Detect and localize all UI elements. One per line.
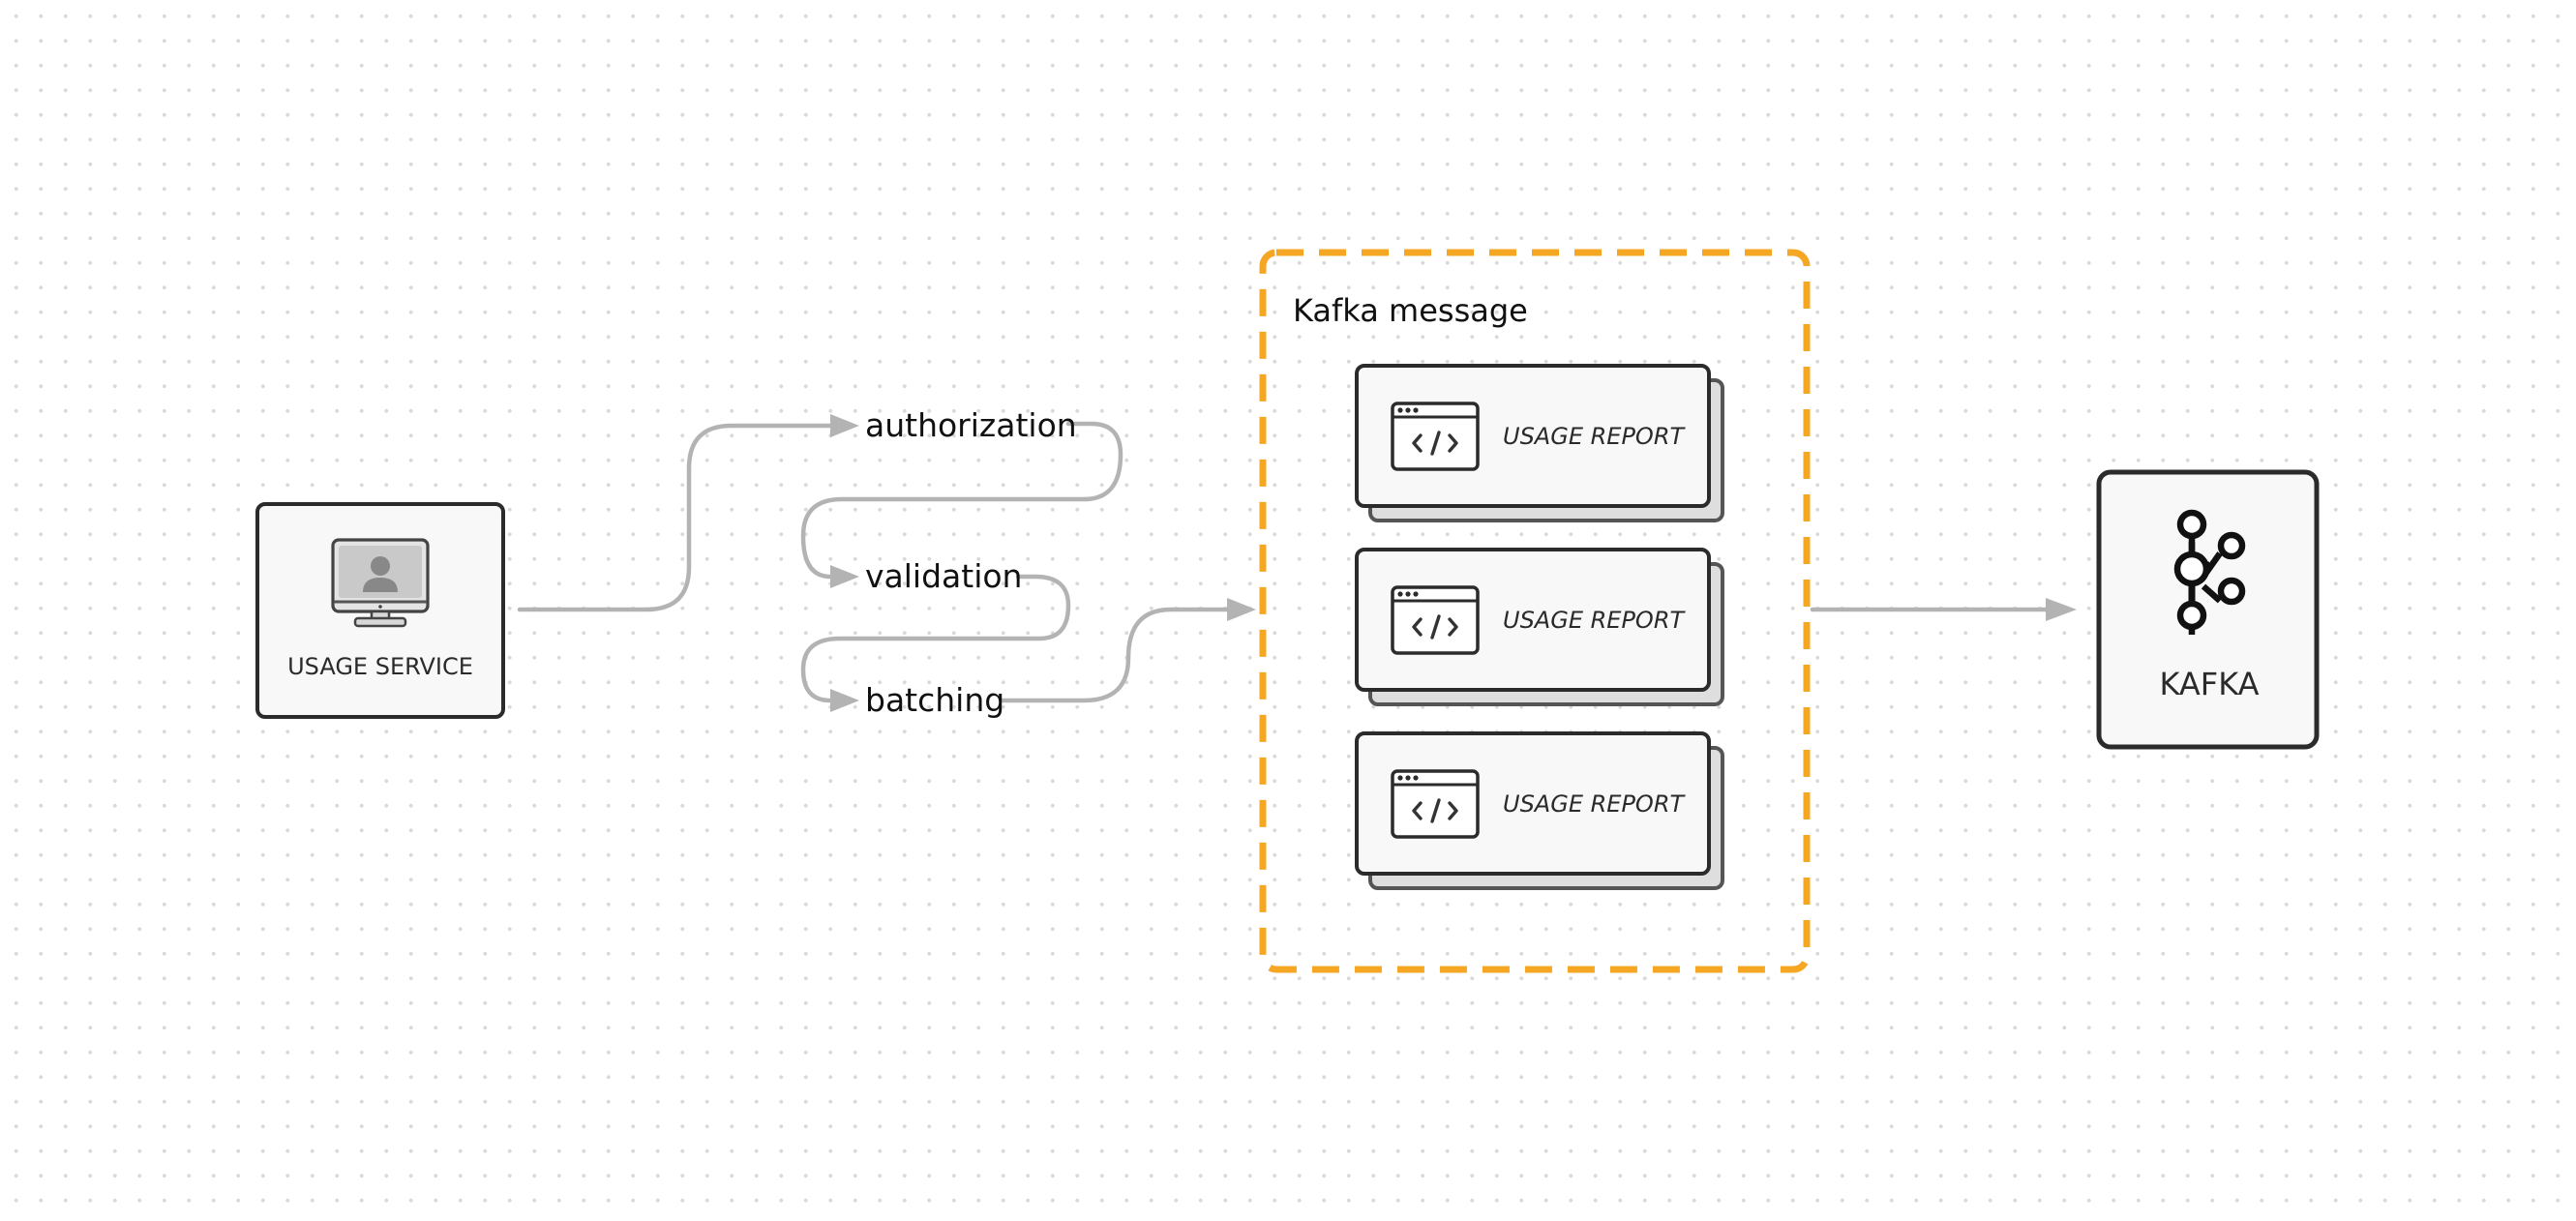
usage-report-card[interactable]: USAGE REPORT (1355, 731, 1724, 890)
code-window-icon (1391, 402, 1480, 471)
connector-service-to-authorization (517, 414, 859, 612)
connector-authorization-to-validation (800, 421, 1123, 588)
kafka-node[interactable]: KAFKA (2096, 469, 2320, 750)
usage-report-label: USAGE REPORT (1503, 423, 1686, 450)
step-batching-label: batching (865, 681, 1004, 719)
kafka-message-label: Kafka message (1293, 292, 1528, 329)
user-monitor-icon (331, 538, 430, 628)
kafka-logo-icon (2173, 509, 2246, 635)
kafka-message-group[interactable]: Kafka message (1259, 249, 1811, 973)
kafka-label: KAFKA (2159, 666, 2259, 702)
step-authorization-label: authorization (865, 406, 1077, 444)
usage-service-label: USAGE SERVICE (287, 653, 473, 680)
usage-report-label: USAGE REPORT (1503, 790, 1686, 818)
connector-batching-to-kafka-message (999, 598, 1256, 703)
connector-kafka-message-to-kafka (1810, 598, 2077, 621)
usage-report-card[interactable]: USAGE REPORT (1355, 364, 1724, 522)
code-window-icon (1391, 585, 1480, 655)
usage-service-node[interactable]: USAGE SERVICE (255, 502, 505, 719)
usage-report-card[interactable]: USAGE REPORT (1355, 548, 1724, 706)
connector-validation-to-batching (800, 574, 1071, 712)
step-validation-label: validation (865, 557, 1022, 595)
code-window-icon (1391, 769, 1480, 839)
usage-report-label: USAGE REPORT (1503, 607, 1686, 634)
